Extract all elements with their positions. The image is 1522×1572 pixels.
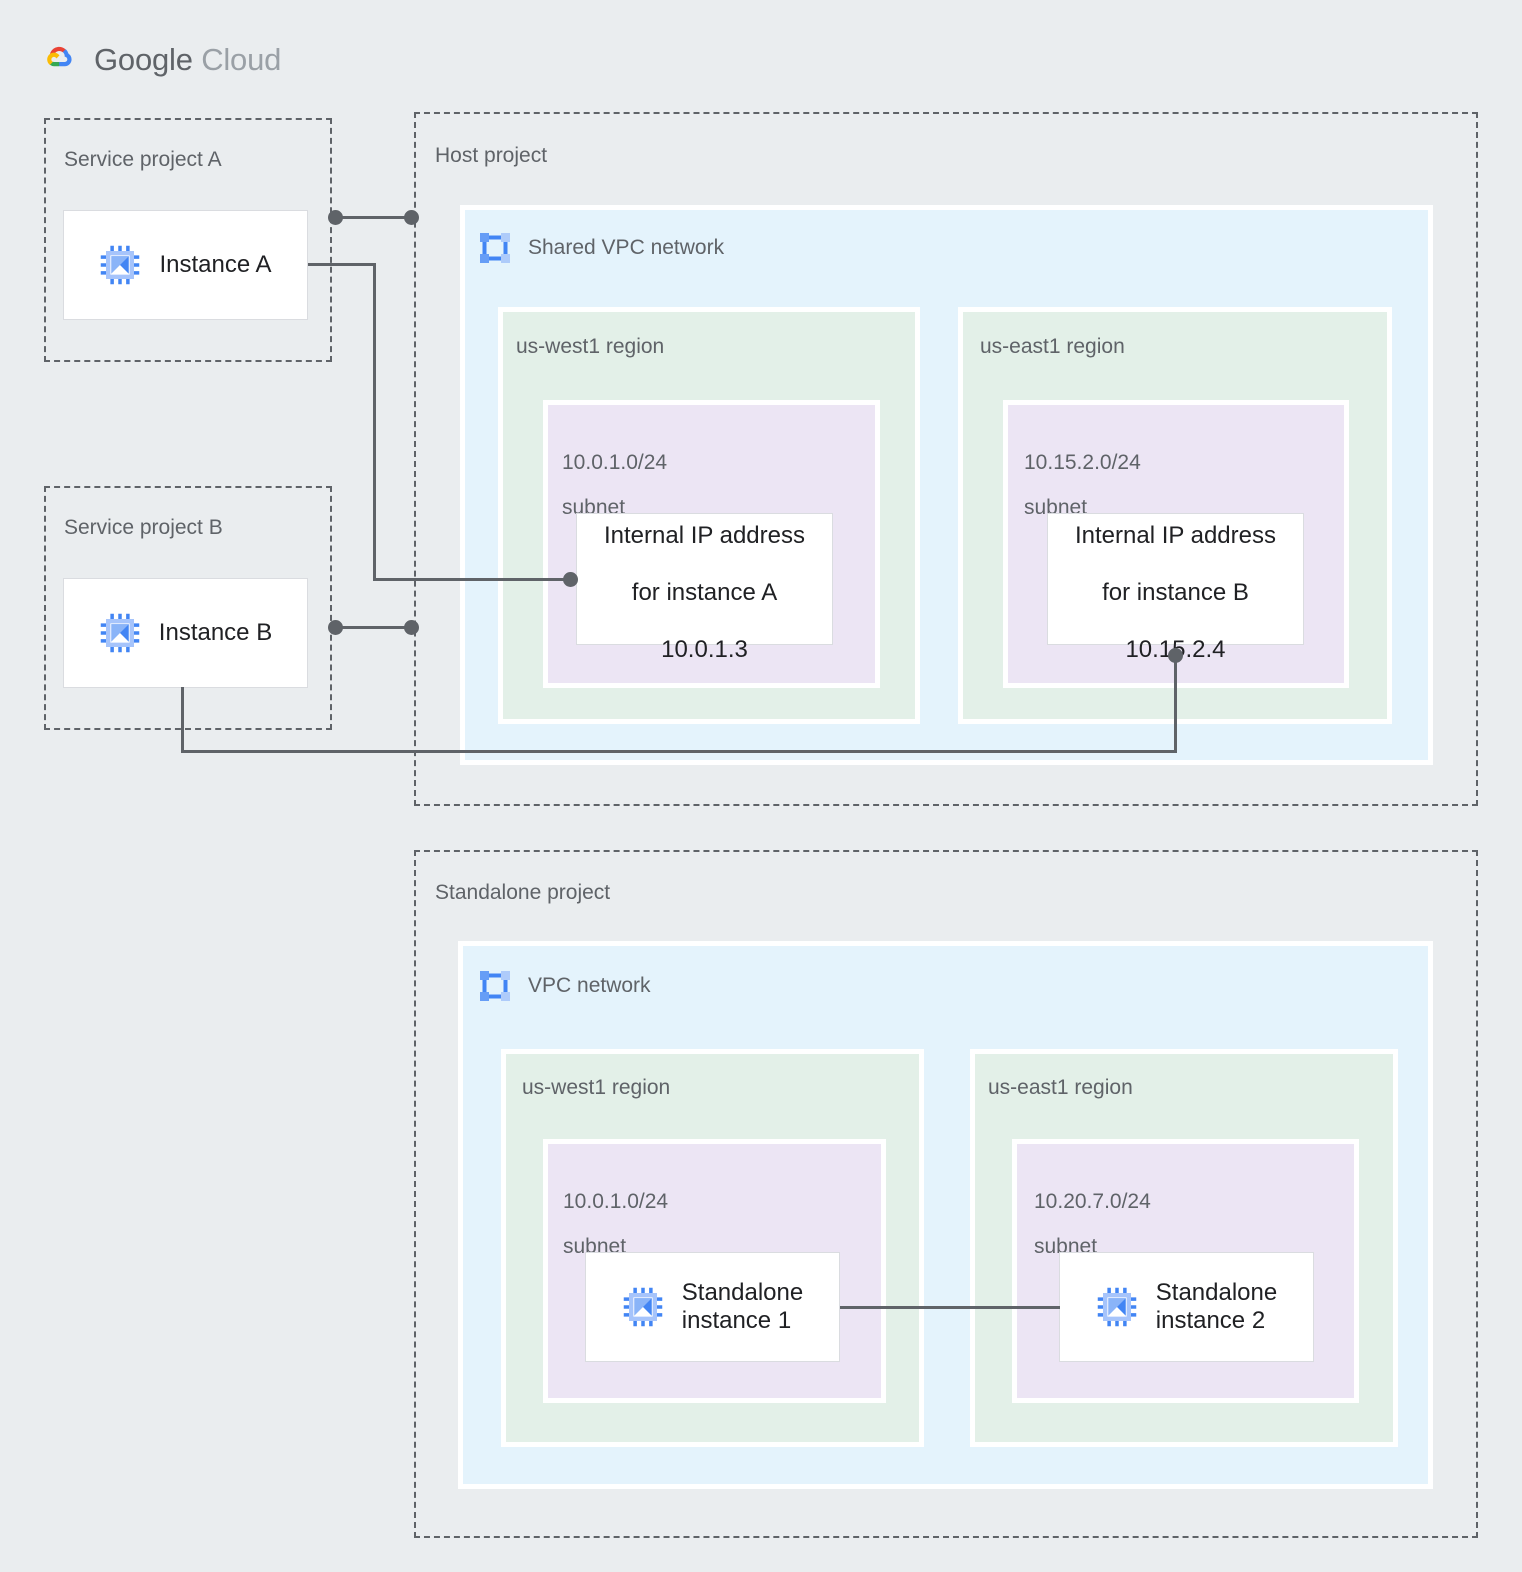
internal-ip-a-line2: for instance A [631,579,778,606]
standalone-subnet-10-20-7-0-cidr: 10.20.7.0/24 subnet [1034,1168,1151,1259]
instance-b-label: Instance B [158,618,273,646]
shared-vpc-network-header: Shared VPC network [478,231,724,265]
subnet-cidr-text: 10.20.7.0/24 [1034,1189,1151,1213]
connector-instance-a-segment-top [308,263,376,266]
standalone-region-us-west1-label: us-west1 region [522,1076,671,1099]
host-region-us-west1-label: us-west1 region [516,335,665,358]
internal-ip-b-line1: Internal IP address [1074,522,1276,550]
standalone-vpc-network-label: VPC network [528,974,651,997]
host-subnet-10-15-2-0-cidr: 10.15.2.0/24 subnet [1024,429,1141,520]
connector-instance-b-boundary-line [335,626,412,629]
standalone-project-container [414,850,1478,1538]
standalone-instance-1-label: Standalone instance 1 [681,1278,804,1334]
instance-b-card[interactable]: Instance B [63,578,308,688]
vm-instance-icon [99,244,141,286]
connector-instance-b-segment-horizontal [181,750,1177,753]
vpc-network-icon [478,231,512,265]
brand-name-google: Google [94,42,193,77]
connector-instance-b-segment-vertical-right [1174,655,1177,751]
internal-ip-instance-b-card[interactable]: Internal IP address for instance B 10.15… [1047,513,1304,663]
internal-ip-b-line2: for instance B [1102,579,1249,606]
internal-ip-instance-b-text: Internal IP address for instance B 10.15… [1075,494,1276,664]
connector-instance-a-boundary-dot-left [328,210,343,225]
standalone-instance-1-card[interactable]: Standalone instance 1 [585,1252,840,1362]
connector-instance-a-boundary-dot-right [404,210,419,225]
internal-ip-a-line3: 10.0.1.3 [661,635,748,663]
service-project-b-label: Service project B [64,516,223,539]
connector-instance-a-endpoint-dot [563,572,578,587]
internal-ip-a-line1: Internal IP address [603,522,805,550]
brand-name-cloud: Cloud [201,42,282,77]
standalone-project-label: Standalone project [435,881,611,904]
connector-instance-b-boundary-dot-right [404,620,419,635]
subnet-cidr-text: 10.0.1.0/24 [563,1189,669,1213]
shared-vpc-network-label: Shared VPC network [528,236,725,259]
connector-instance-b-boundary-dot-left [328,620,343,635]
service-project-a-label: Service project A [64,148,222,171]
standalone-subnet-10-0-1-0-cidr: 10.0.1.0/24 subnet [563,1168,668,1259]
internal-ip-instance-a-text: Internal IP address for instance A 10.0.… [604,494,805,664]
connector-instance-a-segment-bottom [373,578,572,581]
standalone-instance-2-label: Standalone instance 2 [1155,1278,1278,1334]
connector-instance-b-endpoint-dot [1168,648,1183,663]
connector-instance-a-boundary-line [335,216,412,219]
subnet-cidr-text: 10.0.1.0/24 [562,450,668,474]
google-cloud-logo: Google Cloud [36,38,281,82]
instance-a-label: Instance A [159,250,272,278]
host-project-label: Host project [435,144,548,167]
vm-instance-icon [622,1286,664,1328]
vm-instance-icon [1096,1286,1138,1328]
internal-ip-instance-a-card[interactable]: Internal IP address for instance A 10.0.… [576,513,833,663]
service-project-a-container [44,118,332,362]
vpc-network-icon [478,969,512,1003]
host-region-us-east1-label: us-east1 region [980,335,1125,358]
standalone-vpc-network-header: VPC network [478,969,651,1003]
vm-instance-icon [99,612,141,654]
standalone-instance-2-card[interactable]: Standalone instance 2 [1059,1252,1314,1362]
google-cloud-logo-icon [36,38,80,82]
connector-instance-a-segment-vertical [373,263,376,580]
service-project-b-container [44,486,332,730]
standalone-region-us-east1-label: us-east1 region [988,1076,1133,1099]
brand-wordmark: Google Cloud [94,42,281,78]
connector-instance-b-segment-vertical-left [181,687,184,753]
host-project-container [414,112,1478,806]
connector-standalone-instances-line [840,1306,1060,1309]
subnet-cidr-text: 10.15.2.0/24 [1024,450,1141,474]
instance-a-card[interactable]: Instance A [63,210,308,320]
